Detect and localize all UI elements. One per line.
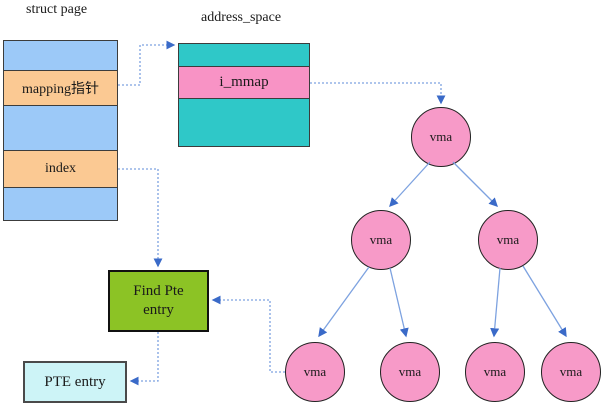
struct-page-row-4 [4, 188, 117, 220]
arrow-root-to-mid-left [389, 161, 431, 208]
struct-page-row-2 [4, 106, 117, 151]
arrow-root-to-mid-right [452, 161, 498, 207]
address-space-row-immap: i_mmap [179, 67, 309, 99]
struct-page-title: struct page [26, 2, 88, 17]
vma-node-mid-right: vma [478, 210, 538, 270]
address-space-box: i_mmap [178, 43, 310, 147]
address-space-row-0 [179, 44, 309, 67]
address-space-row-2 [179, 99, 309, 146]
arrow-mapping-to-address-space [118, 40, 176, 86]
arrow-vma-to-find-pte [211, 295, 285, 373]
vma-node-leaf-3: vma [465, 342, 525, 402]
arrow-index-to-find-pte [118, 168, 163, 268]
arrow-midleft-to-leaf2 [389, 267, 409, 338]
arrow-midleft-to-leaf1 [318, 266, 370, 338]
arrow-midright-to-leaf3 [490, 267, 501, 338]
address-space-title: address_space [201, 10, 282, 25]
vma-node-mid-left: vma [351, 210, 411, 270]
arrow-midright-to-leaf4 [522, 265, 567, 338]
vma-node-leaf-2: vma [380, 342, 440, 402]
vma-node-root: vma [411, 107, 471, 167]
vma-node-leaf-4: vma [541, 342, 601, 402]
find-pte-entry-box: Find Pte entry [108, 270, 209, 332]
struct-page-row-mapping: mapping指针 [4, 71, 117, 106]
pte-entry-box: PTE entry [23, 361, 127, 403]
vma-node-leaf-1: vma [285, 342, 345, 402]
struct-page-row-index: index [4, 151, 117, 188]
struct-page-row-0 [4, 41, 117, 71]
arrow-find-pte-to-pte-entry [129, 332, 159, 386]
arrow-immap-to-vma-root [310, 82, 446, 105]
struct-page-box: mapping指针 index [3, 40, 118, 221]
